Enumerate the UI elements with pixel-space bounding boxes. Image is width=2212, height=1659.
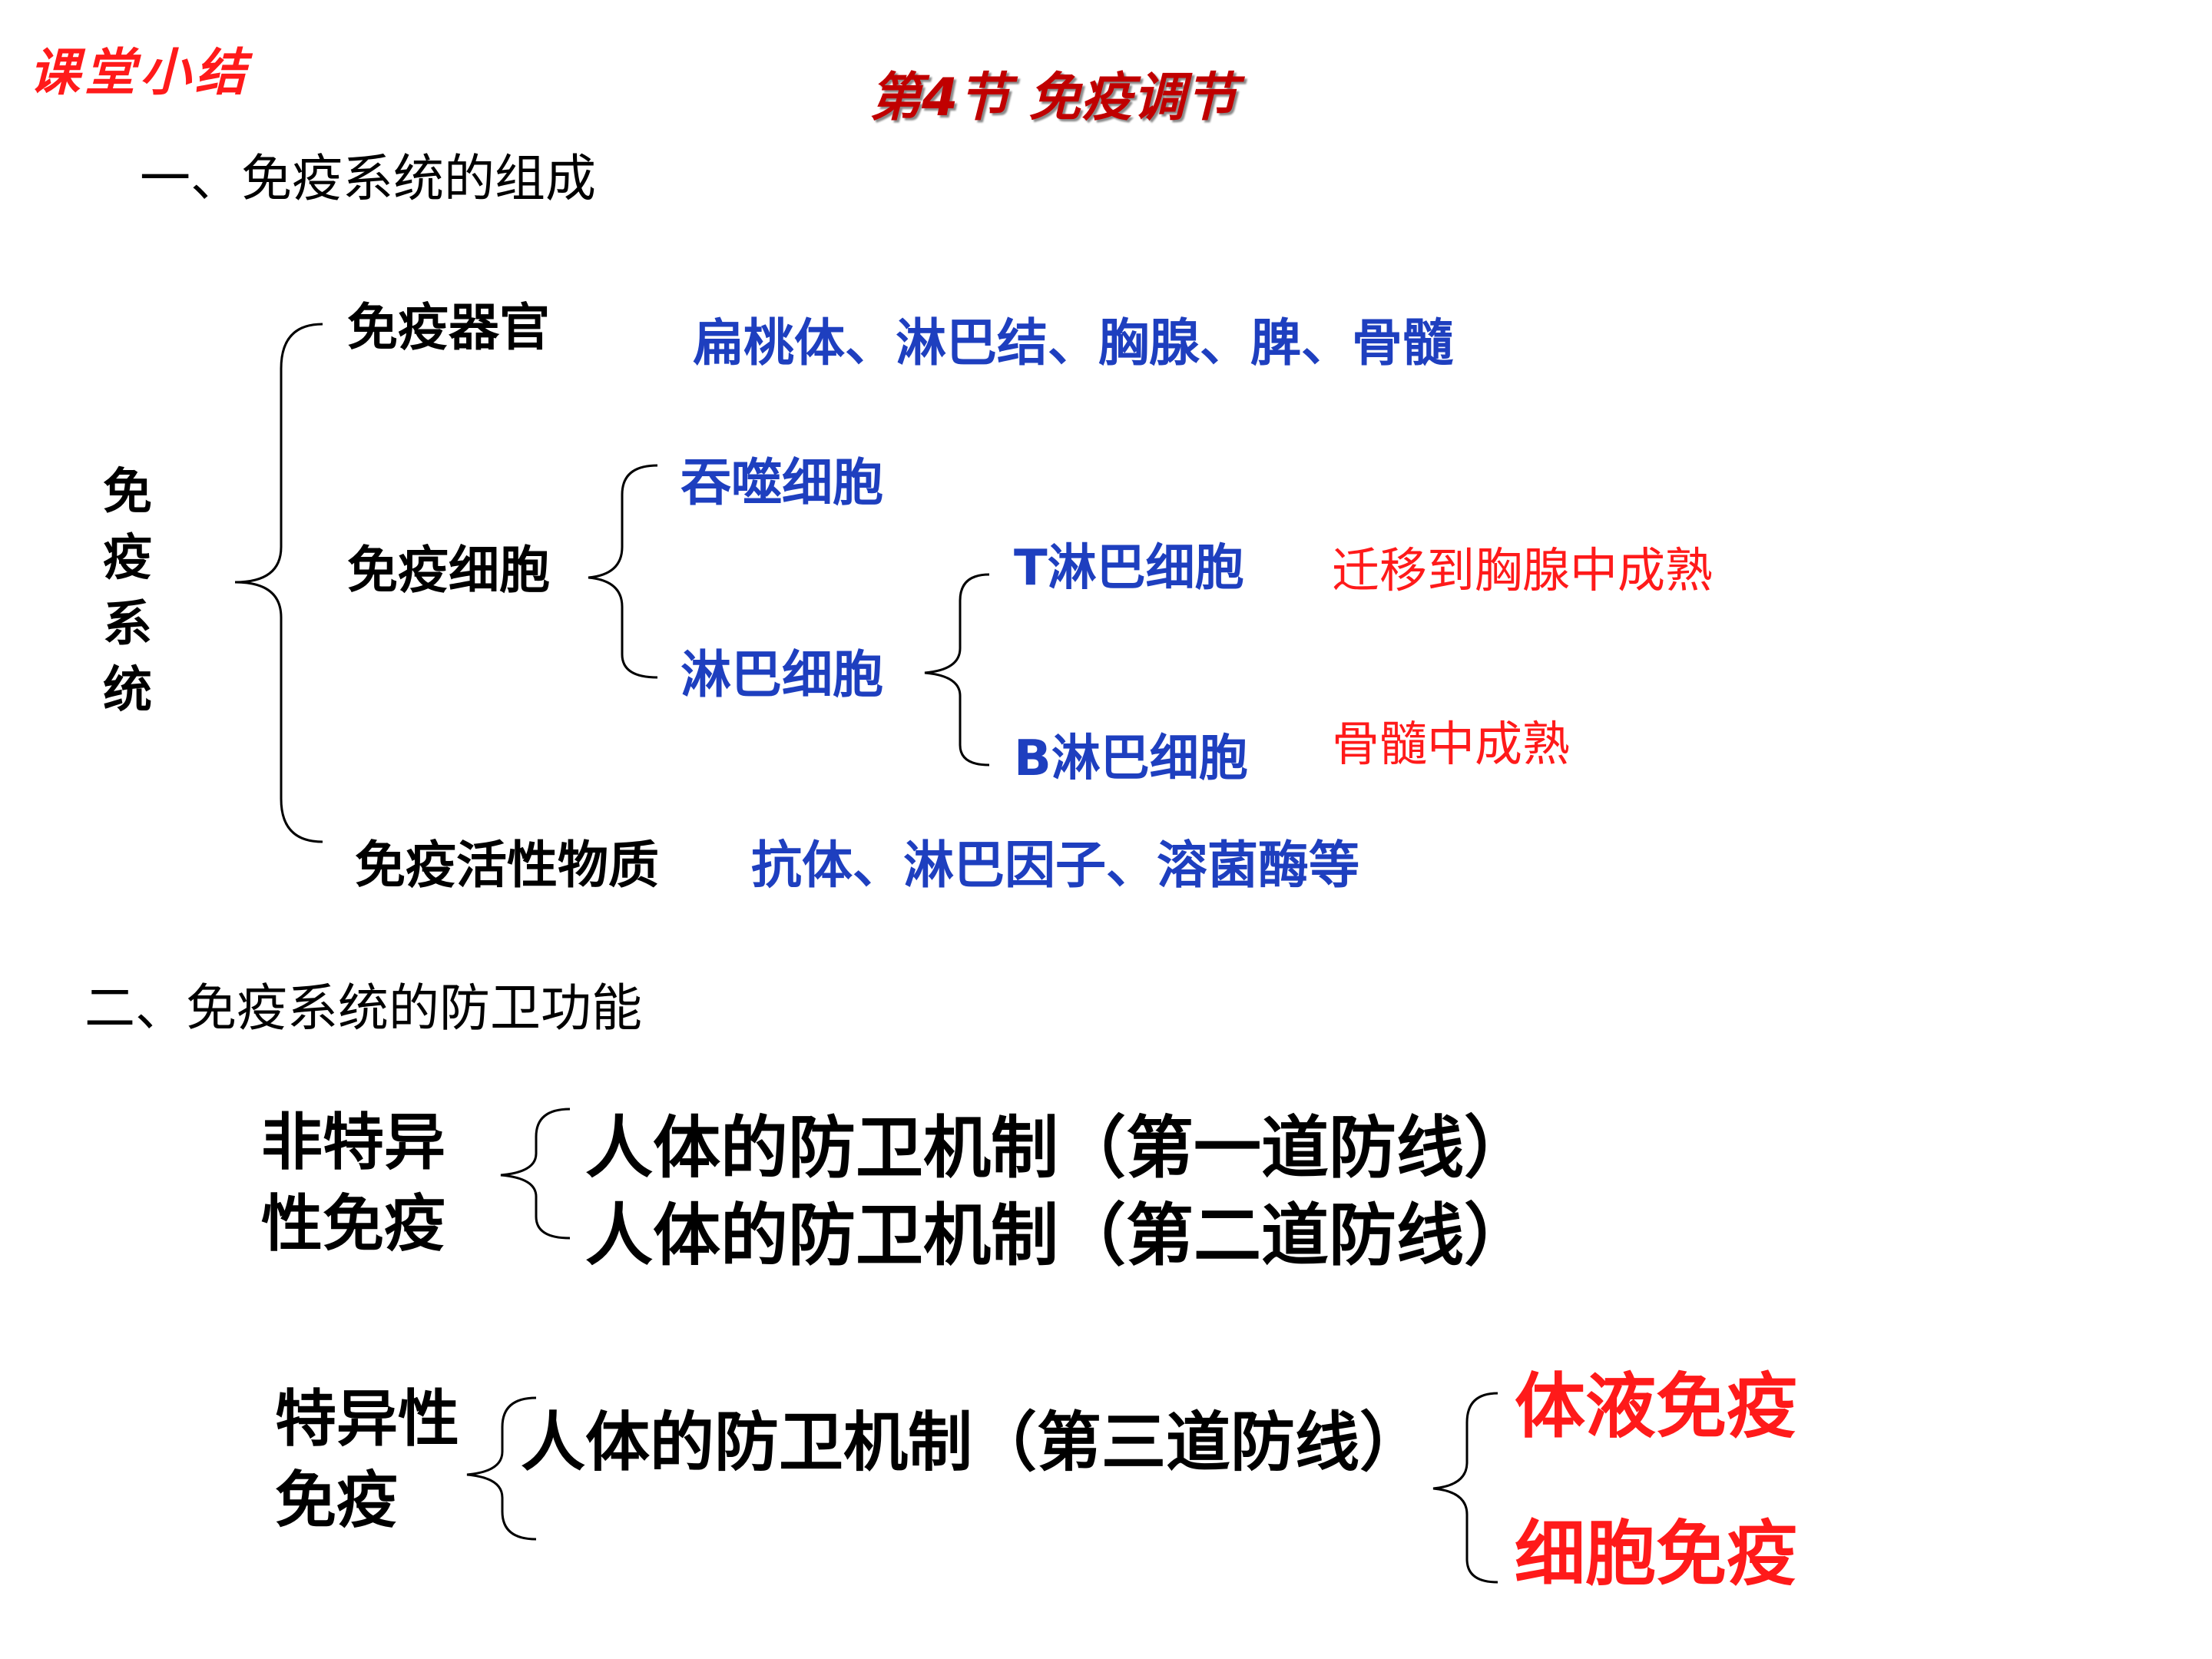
specific-immunity-label-line2: 免疫 xyxy=(275,1465,398,1536)
humoral-immunity: 体液免疫 xyxy=(1515,1366,1798,1448)
immune-organs-label: 免疫器官 xyxy=(347,298,550,357)
section2-heading: 二、免疫系统的防卫功能 xyxy=(84,979,642,1038)
immune-substances-detail: 抗体、淋巴因子、溶菌酶等 xyxy=(751,836,1359,895)
phagocyte-label: 吞噬细胞 xyxy=(680,453,883,512)
b-cell-note: 骨髓中成熟 xyxy=(1332,716,1571,772)
page-title: 第4节 免疫调节 xyxy=(869,68,1237,128)
first-line-of-defense: 人体的防卫机制（第一道防线） xyxy=(585,1108,1532,1187)
t-cell-note: 迁移到胸腺中成熟 xyxy=(1332,542,1714,598)
bracket-immune-system xyxy=(234,323,323,843)
specific-immunity-label-line1: 特异性 xyxy=(275,1383,459,1455)
immune-cells-label: 免疫细胞 xyxy=(347,541,550,600)
bracket-immune-cells xyxy=(588,464,658,679)
bracket-lymphocyte xyxy=(924,573,990,767)
cellular-immunity: 细胞免疫 xyxy=(1515,1513,1798,1595)
immune-substances-label: 免疫活性物质 xyxy=(355,836,659,895)
immune-system-root-text: 免疫系统 xyxy=(103,464,152,719)
bracket-nonspecific xyxy=(500,1108,571,1240)
third-line-of-defense: 人体的防卫机制（第三道防线） xyxy=(521,1404,1425,1480)
t-cell-label: T淋巴细胞 xyxy=(1014,540,1244,597)
nonspecific-immunity-label-line1: 非特异 xyxy=(261,1107,445,1178)
b-cell-label: B淋巴细胞 xyxy=(1014,730,1248,787)
second-line-of-defense: 人体的防卫机制（第二道防线） xyxy=(585,1195,1532,1275)
bracket-third-line xyxy=(1432,1392,1498,1584)
section1-heading: 一、免疫系统的组成 xyxy=(140,149,596,208)
corner-label: 课堂小结 xyxy=(29,43,250,102)
bracket-specific xyxy=(466,1396,537,1541)
immune-organs-detail: 扁桃体、淋巴结、胸腺、脾、骨髓 xyxy=(693,313,1453,373)
immune-system-root-label: 免疫系统 xyxy=(97,459,158,724)
nonspecific-immunity-label-line2: 性免疫 xyxy=(261,1188,445,1260)
lymphocyte-label: 淋巴细胞 xyxy=(680,645,883,704)
